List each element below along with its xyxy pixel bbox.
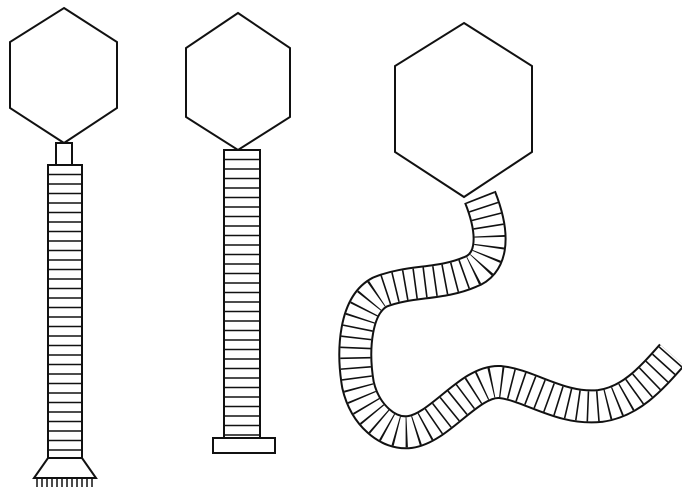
capsid-head	[10, 8, 117, 143]
capsid-head	[186, 13, 290, 150]
flexible-tail	[355, 197, 672, 432]
neck-collar	[56, 143, 72, 165]
spiked-baseplate	[34, 458, 96, 487]
phage-1	[10, 8, 117, 487]
phage-2	[186, 13, 290, 453]
tail-sheath	[48, 165, 82, 458]
tail-sheath	[224, 150, 260, 438]
baseplate	[34, 458, 96, 478]
capsid-head	[395, 23, 532, 197]
phage-3	[355, 23, 672, 432]
flat-baseplate	[213, 438, 275, 453]
segmented-tail	[224, 150, 260, 438]
tail-body	[355, 197, 672, 432]
segmented-tail	[48, 165, 82, 458]
